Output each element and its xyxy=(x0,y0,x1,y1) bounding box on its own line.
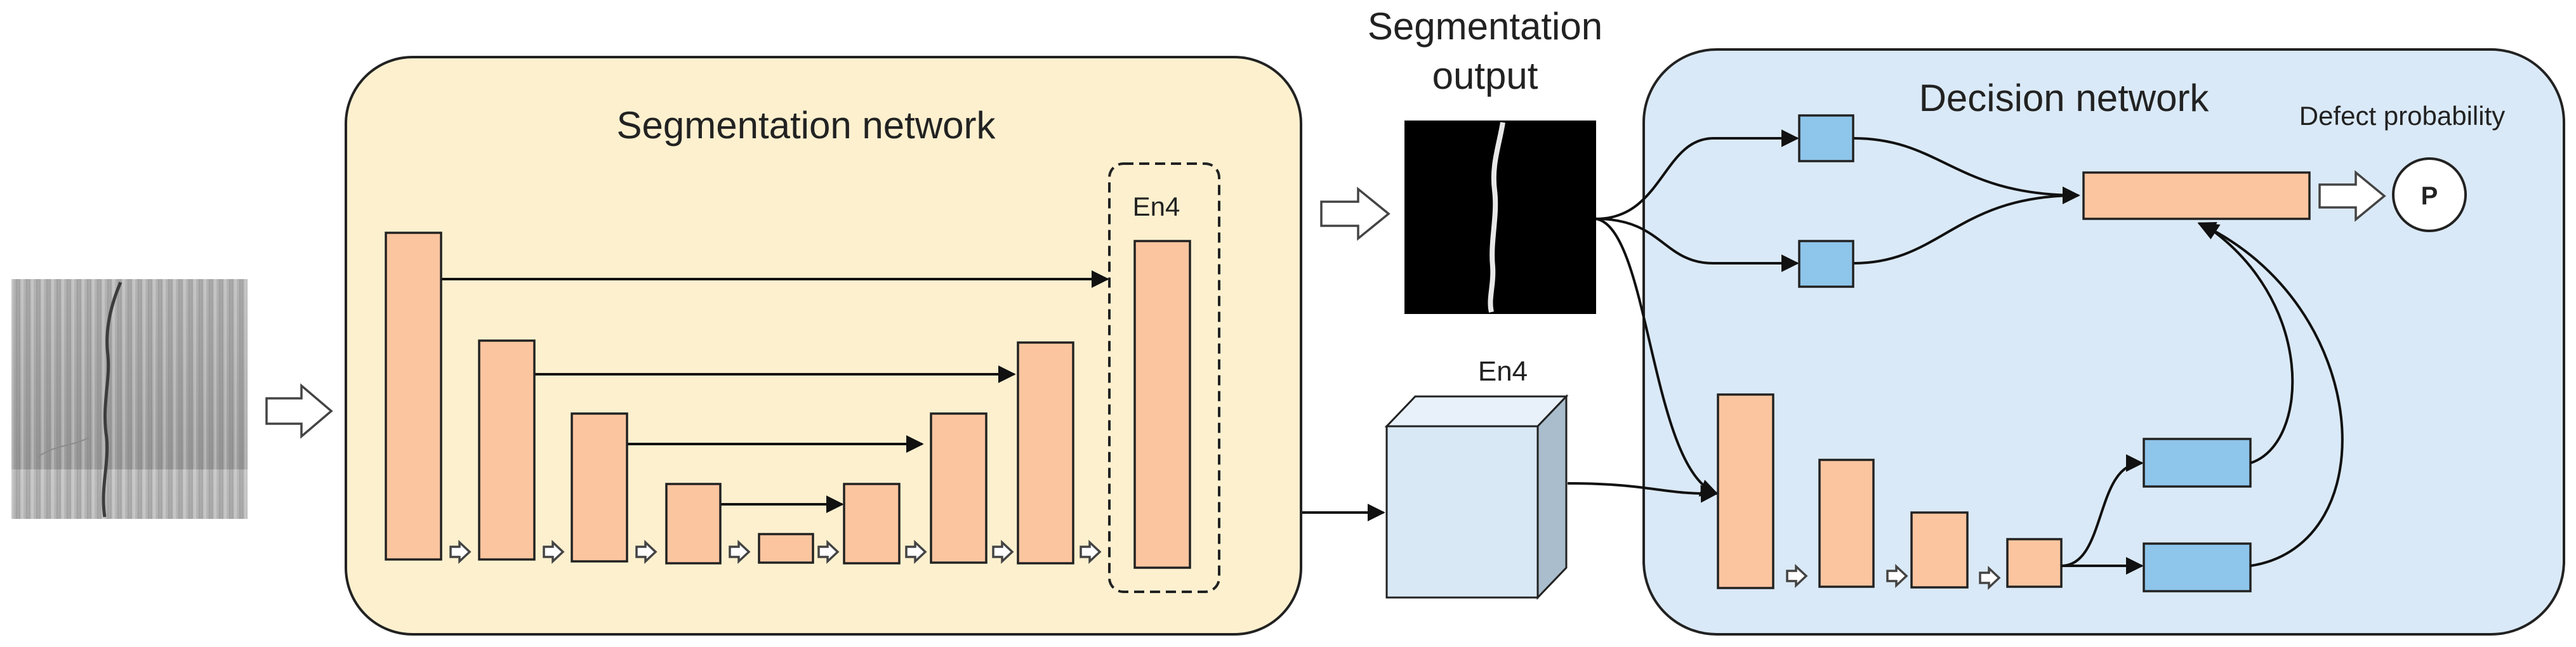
mask-to-upper-pool xyxy=(1595,129,1799,220)
decision-block-2 xyxy=(1818,459,1875,588)
en4-group-label: En4 xyxy=(1133,192,1180,221)
probability-symbol: P xyxy=(2421,182,2438,210)
small-hollow-arrow-6 xyxy=(905,539,927,565)
input-hollow-arrow xyxy=(265,383,333,439)
lower-global-pool-block xyxy=(2143,542,2252,592)
small-hollow-arrow-4 xyxy=(729,539,751,565)
en4-feature-cube xyxy=(1384,394,1569,600)
upper-global-pool-block xyxy=(2143,438,2252,488)
input-image xyxy=(11,279,248,519)
decision-block-3 xyxy=(1910,511,1969,589)
encoder-block-3 xyxy=(571,412,628,563)
mask-to-decision-chain xyxy=(1595,218,1719,497)
probability-node xyxy=(2392,157,2467,232)
upper-pool-to-fc xyxy=(1853,137,2080,204)
decision-network-panel: Decision network Defect probability P xyxy=(1567,48,2565,636)
encoder-block-2 xyxy=(478,339,536,561)
decision-block-4 xyxy=(2006,538,2063,588)
lower-global-pool-to-fc xyxy=(2197,221,2344,567)
decoder-block-1 xyxy=(843,483,901,565)
probability-hollow-arrow xyxy=(2318,170,2386,222)
decoder-block-2 xyxy=(930,412,987,564)
small-hollow-arrow-5 xyxy=(817,539,840,565)
output-hollow-arrow xyxy=(1320,186,1390,241)
segmentation-output-title-line1: Segmentation xyxy=(1368,5,1602,48)
segmentation-network-panel: Segmentation network En4 xyxy=(345,56,1302,636)
segmentation-output-mask xyxy=(1404,121,1596,314)
small-hollow-arrow-7 xyxy=(992,539,1014,565)
lower-pool-block xyxy=(1798,240,1854,288)
lower-pool-to-fc xyxy=(1853,186,2080,265)
en4-block xyxy=(1133,240,1191,569)
defect-probability-label: Defect probability xyxy=(2299,101,2506,131)
small-hollow-arrow-2 xyxy=(543,539,565,565)
decision-block-1 xyxy=(1717,393,1774,589)
segmentation-network-title: Segmentation network xyxy=(616,104,996,147)
upper-pool-block xyxy=(1798,114,1854,162)
small-hollow-arrow-1 xyxy=(449,539,472,565)
decision-small-arrow-2 xyxy=(1886,563,1908,589)
fc-vector-block xyxy=(2082,171,2311,220)
upper-global-pool-to-fc xyxy=(2200,222,2294,464)
block-to-upper-global-pool xyxy=(2061,454,2144,567)
small-hollow-arrow-3 xyxy=(635,539,657,565)
decision-network-title: Decision network xyxy=(1919,77,2210,119)
small-hollow-arrow-8 xyxy=(1080,539,1102,565)
cube-to-decision-chain xyxy=(1567,482,1719,503)
en4-dashed-group xyxy=(1108,162,1220,593)
decision-small-arrow-1 xyxy=(1786,563,1808,589)
encoder-block-4 xyxy=(665,483,722,565)
en4-cube-label: En4 xyxy=(1478,356,1528,387)
encoder-block-1 xyxy=(385,232,442,561)
decision-small-arrow-3 xyxy=(1979,565,2001,591)
bottleneck-block xyxy=(758,533,814,564)
segmentation-output-title-line2: output xyxy=(1432,55,1538,97)
decoder-block-3 xyxy=(1017,341,1074,565)
mask-to-lower-pool xyxy=(1595,218,1799,272)
